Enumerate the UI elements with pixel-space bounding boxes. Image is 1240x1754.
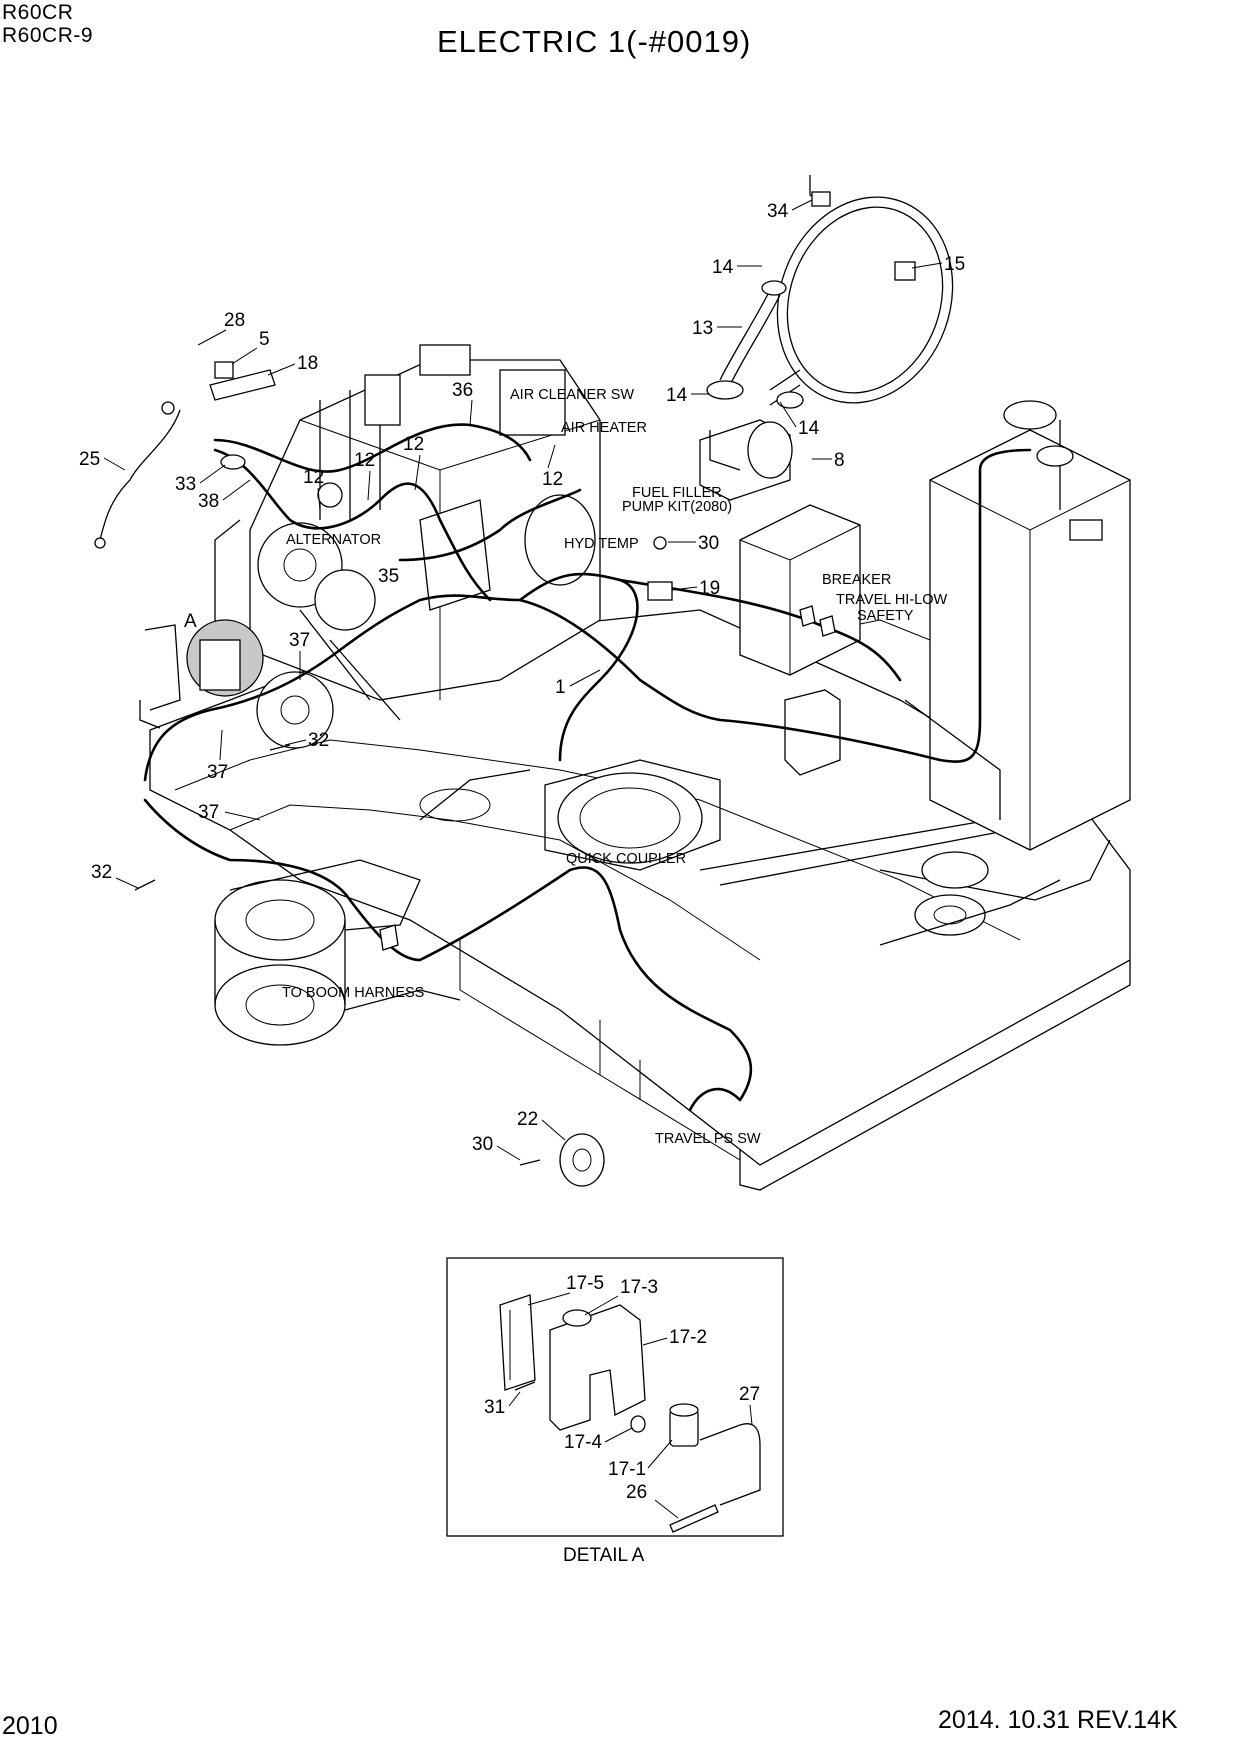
fuel-filler-pump	[699, 419, 793, 501]
detail-callout-31: 31	[484, 1397, 505, 1418]
detail-a-frame	[446, 1257, 784, 1537]
callout-14-top: 14	[712, 257, 734, 278]
small-components	[94, 361, 836, 1187]
callout-numbers: 34 15 14 13 14 14 8 28 5 18 25 33 38 36 …	[79, 199, 965, 1161]
swing-bracket	[214, 859, 461, 1046]
label-quick-coupler: QUICK COUPLER	[566, 851, 686, 867]
washer-tank-circle	[144, 619, 264, 711]
callout-37-c: 37	[198, 802, 219, 823]
engine	[214, 344, 601, 749]
bolt-32b	[269, 744, 291, 751]
cable-25	[99, 409, 181, 541]
callout-12-b: 12	[354, 450, 375, 471]
callout-A: A	[184, 611, 197, 632]
detail-callout-17-3: 17-3	[620, 1277, 658, 1298]
label-air-cleaner-sw: AIR CLEANER SW	[510, 387, 634, 403]
swing-bearing-mount	[419, 759, 721, 871]
callout-19: 19	[699, 578, 720, 599]
detail-callout-26: 26	[626, 1482, 647, 1503]
relay-5	[214, 361, 234, 379]
label-to-boom-harness: TO BOOM HARNESS	[282, 985, 424, 1001]
label-fuel-filler-2: PUMP KIT(2080)	[622, 499, 732, 515]
detail-a: 17-5 17-3 17-2 31 27 17-4 17-1 26 DETAIL…	[446, 1257, 784, 1566]
callout-37-b: 37	[207, 762, 228, 783]
label-fuel-filler-1: FUEL FILLER	[632, 485, 722, 501]
label-alternator: ALTERNATOR	[286, 532, 381, 548]
page-number: 2010	[2, 1712, 58, 1740]
callout-13: 13	[692, 318, 713, 339]
component-labels: AIR CLEANER SW AIR HEATER FUEL FILLER PU…	[282, 387, 947, 1147]
callout-32-b: 32	[91, 862, 112, 883]
detail-a-title: DETAIL A	[563, 1545, 645, 1566]
label-travel-ps-sw: TRAVEL PS SW	[655, 1131, 761, 1147]
callout-30-top: 30	[698, 533, 719, 554]
label-travel-hi-low: TRAVEL HI-LOW	[836, 592, 947, 608]
hose-assembly	[706, 175, 954, 409]
battery-box	[739, 504, 861, 776]
callout-14-right: 14	[798, 418, 820, 439]
detail-callout-17-2: 17-2	[669, 1327, 707, 1348]
label-breaker: BREAKER	[822, 572, 891, 588]
callout-38: 38	[198, 491, 219, 512]
callout-32-a: 32	[308, 730, 329, 751]
label-hyd-temp: HYD TEMP	[564, 536, 639, 552]
callout-22: 22	[517, 1109, 538, 1130]
callout-12-a: 12	[403, 434, 424, 455]
callout-15: 15	[944, 254, 965, 275]
callout-12-d: 12	[542, 469, 563, 490]
callout-25: 25	[79, 449, 100, 470]
callout-5: 5	[259, 329, 270, 350]
sensor-33	[220, 454, 246, 470]
detail-callout-17-4: 17-4	[564, 1432, 602, 1453]
label-safety: SAFETY	[857, 608, 914, 624]
bolt-30-top	[653, 536, 667, 550]
horn-22	[559, 1133, 605, 1187]
detail-callout-17-1: 17-1	[608, 1459, 646, 1480]
model-name-1: R60CR	[2, 1, 74, 24]
callout-35: 35	[378, 566, 399, 587]
callout-12-c: 12	[303, 467, 324, 488]
page-title: ELECTRIC 1(-#0019)	[437, 24, 752, 59]
callout-8: 8	[834, 450, 845, 471]
bolt-30	[519, 1159, 541, 1166]
date-revision: 2014. 10.31 REV.14K	[938, 1706, 1178, 1734]
callout-37-a: 37	[289, 630, 310, 651]
bracket-18	[209, 369, 276, 401]
callout-36: 36	[452, 380, 473, 401]
callout-30-bottom: 30	[472, 1134, 493, 1155]
callout-18: 18	[297, 353, 318, 374]
label-air-heater: AIR HEATER	[561, 420, 647, 436]
model-name-2: R60CR-9	[2, 24, 94, 47]
detail-callout-17-5: 17-5	[566, 1273, 604, 1294]
detail-callout-27: 27	[739, 1384, 760, 1405]
relay-19	[647, 581, 673, 601]
callout-34: 34	[767, 201, 789, 222]
hydraulic-tank	[904, 400, 1131, 851]
bolt-32	[134, 879, 156, 891]
callout-1: 1	[555, 677, 566, 698]
callout-28: 28	[224, 310, 245, 331]
callout-33: 33	[175, 474, 196, 495]
right-rails	[699, 819, 1111, 946]
callout-14-mid: 14	[666, 385, 688, 406]
